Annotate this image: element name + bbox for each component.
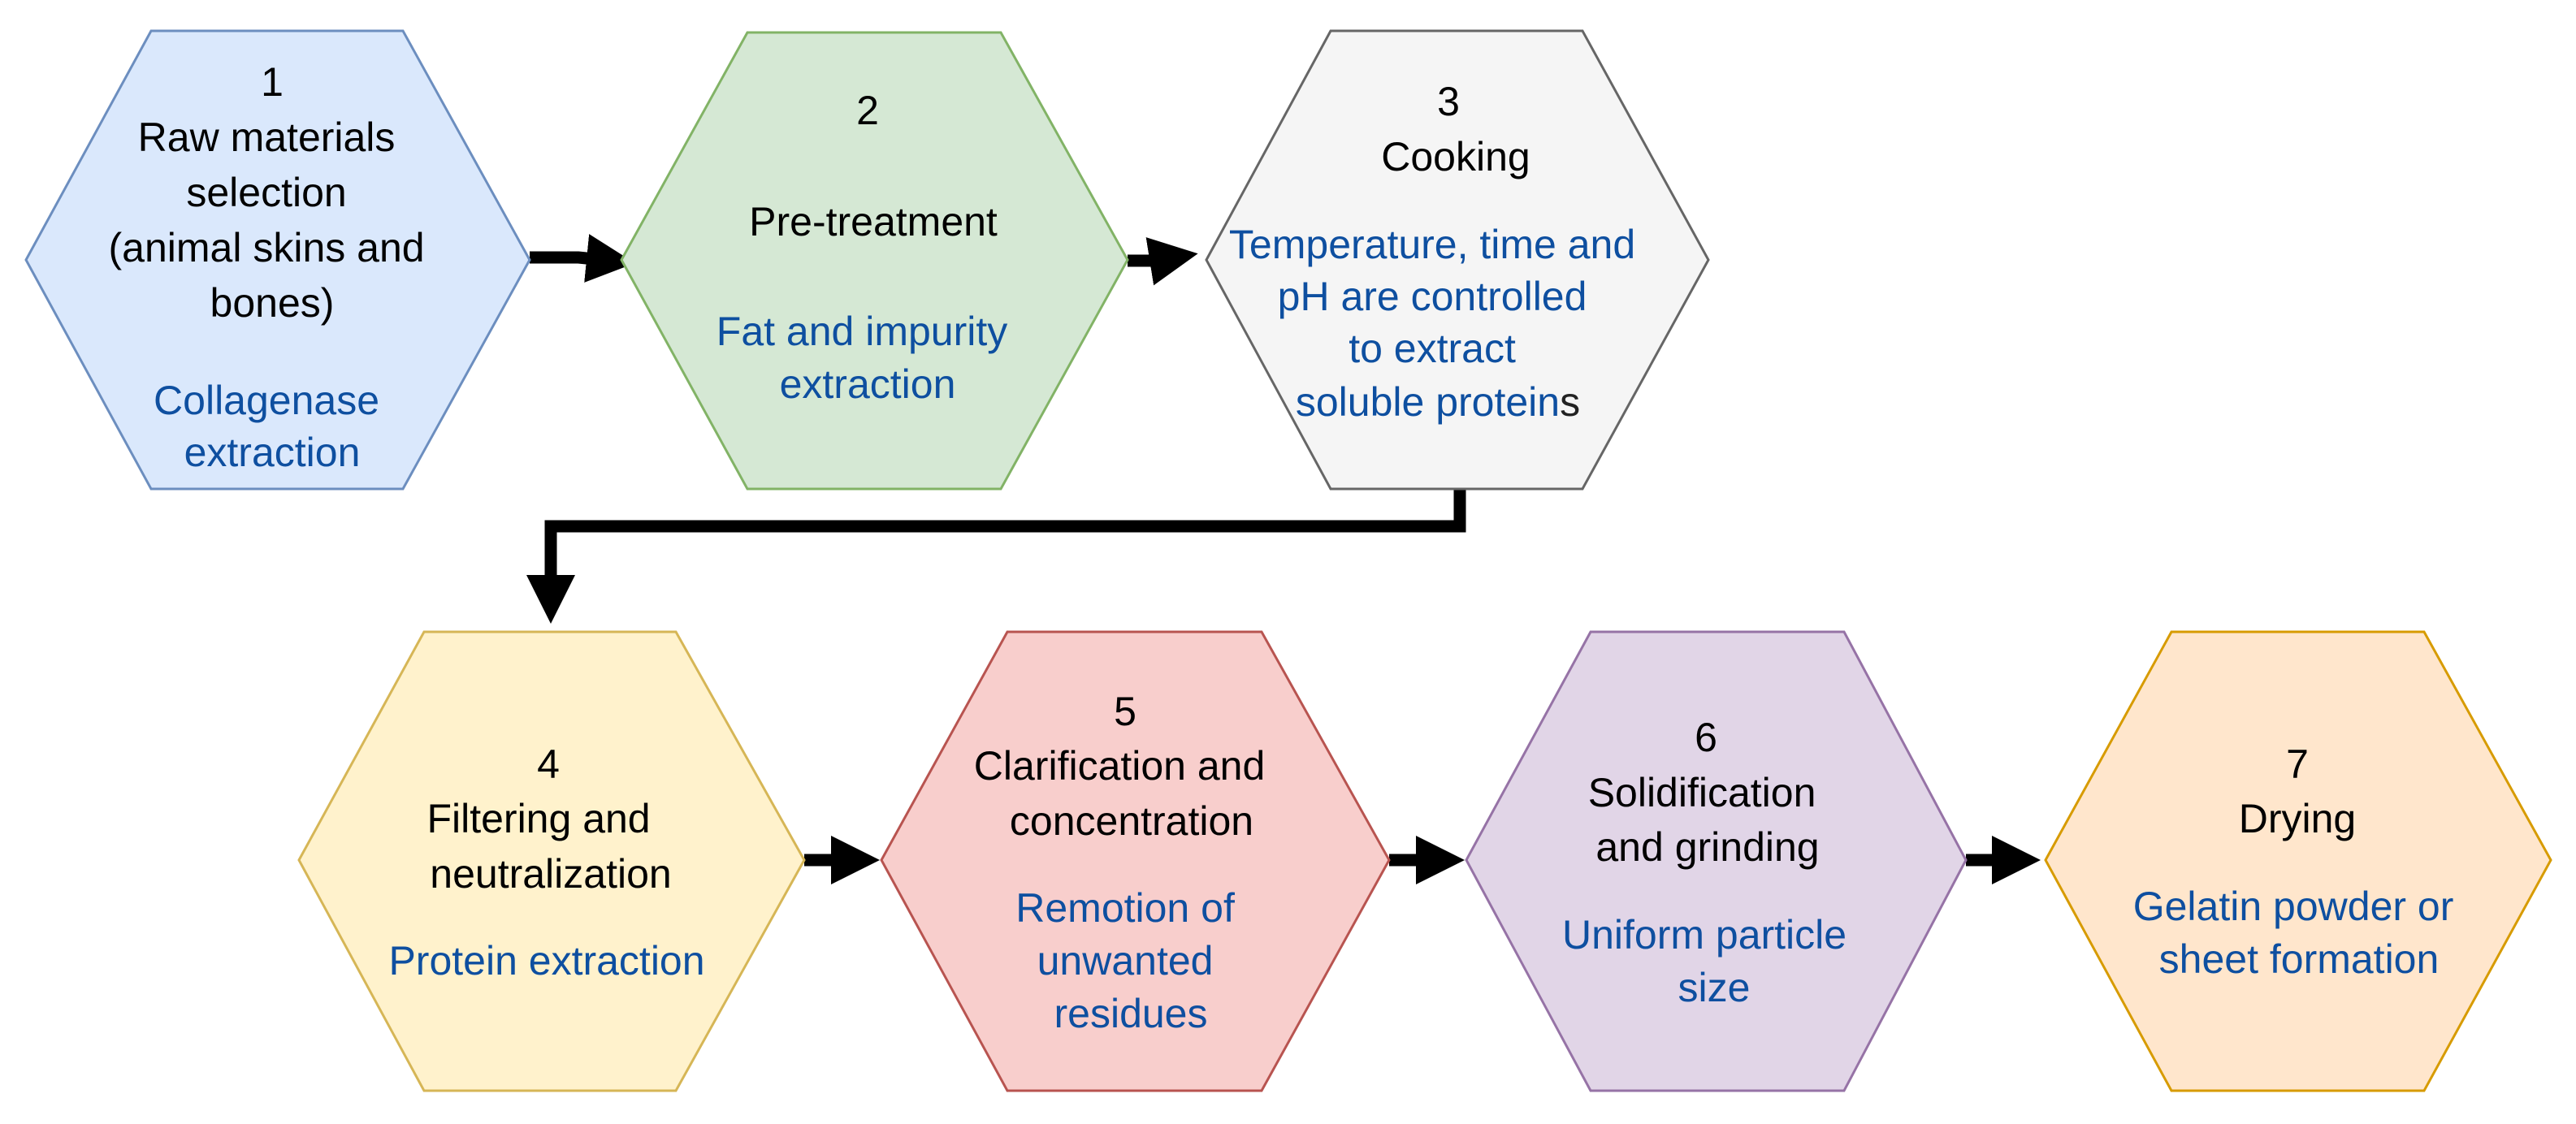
step-6-title-line: and grinding (1595, 824, 1819, 870)
step-4: 4 Filtering and neutralization Protein e… (297, 630, 806, 1092)
step-1-title-line: selection (186, 170, 346, 215)
step-7-desc-line: sheet formation (2159, 936, 2440, 982)
step-5-desc-line: Remotion of (1015, 885, 1235, 931)
arrow-1-to-2 (530, 234, 635, 283)
step-6-title-line: Solidification (1588, 770, 1816, 815)
step-3-desc-line: to extract (1349, 326, 1516, 371)
step-3-description: Temperature, time and pH are controlled … (1229, 222, 1647, 425)
step-6-hexagon (1465, 630, 1968, 1092)
step-7-title-line: Drying (2239, 796, 2356, 841)
step-4-title-line: Filtering and (426, 796, 650, 841)
step-6-number: 6 (1695, 715, 1717, 760)
step-7-description: Gelatin powder or sheet formation (2133, 884, 2466, 982)
step-2-desc-line: extraction (780, 361, 956, 407)
step-1-description: Collagenase extraction (154, 378, 391, 475)
step-3-number: 3 (1437, 79, 1460, 124)
step-5: 5 Clarification and concentration Remoti… (880, 630, 1391, 1092)
step-7-number: 7 (2286, 741, 2309, 787)
step-5-title-line: Clarification and (974, 743, 1266, 789)
step-1-title: Raw materials selection (animal skins an… (109, 115, 436, 326)
step-7-hexagon (2044, 630, 2552, 1092)
step-5-description: Remotion of unwanted residues (1015, 885, 1246, 1036)
step-6-title: Solidification and grinding (1588, 770, 1828, 870)
step-6: 6 Solidification and grinding Uniform pa… (1465, 630, 1968, 1092)
step-1: 1 Raw materials selection (animal skins … (24, 29, 531, 491)
step-1-desc-line: Collagenase (154, 378, 379, 423)
step-1-hexagon (24, 29, 531, 491)
step-2-hexagon (620, 31, 1129, 491)
step-3-desc-tail: s (1560, 379, 1580, 425)
step-4-hexagon (297, 630, 806, 1092)
step-7-desc-line: Gelatin powder or (2133, 884, 2454, 929)
step-7: 7 Drying Gelatin powder or sheet formati… (2044, 630, 2552, 1092)
step-5-desc-line: unwanted (1037, 938, 1214, 984)
step-3-desc-line: Temperature, time and (1229, 222, 1635, 267)
step-7-title: Drying (2239, 796, 2356, 841)
step-6-desc-line: Uniform particle (1562, 912, 1846, 958)
step-4-number: 4 (537, 741, 560, 787)
connectors (526, 234, 2041, 884)
step-2-description: Fat and impurity extraction (717, 309, 1019, 407)
step-3-desc-line: soluble proteins (1296, 379, 1580, 425)
step-3-title-line: Cooking (1381, 134, 1530, 179)
step-2-title-line: Pre-treatment (749, 199, 998, 244)
step-5-number: 5 (1114, 689, 1136, 734)
step-1-title-line: Raw materials (138, 115, 396, 160)
step-3-hexagon (1205, 29, 1710, 491)
step-2: 2 Pre-treatment Fat and impurity extract… (620, 31, 1129, 491)
step-6-description: Uniform particle size (1562, 912, 1858, 1010)
step-5-desc-line: residues (1054, 991, 1208, 1036)
step-2-desc-line: Fat and impurity (717, 309, 1007, 354)
step-3-desc-last: soluble protein (1296, 379, 1560, 425)
step-5-title-line: concentration (1010, 798, 1253, 844)
step-4-desc-line: Protein extraction (388, 938, 704, 984)
step-4-title-line: neutralization (430, 851, 671, 897)
step-3: 3 Cooking Temperature, time and pH are c… (1205, 29, 1710, 491)
step-1-title-line: (animal skins and (109, 225, 425, 270)
step-6-desc-line: size (1678, 965, 1751, 1010)
step-1-number: 1 (261, 59, 284, 105)
step-4-description: Protein extraction (388, 938, 704, 984)
arrow-2-to-3 (1128, 237, 1198, 286)
step-1-desc-line: extraction (184, 430, 361, 475)
step-3-title: Cooking (1381, 134, 1530, 179)
step-5-hexagon (880, 630, 1391, 1092)
arrow-3-to-4 (526, 489, 1466, 624)
step-3-desc-line: pH are controlled (1278, 274, 1587, 319)
step-2-title: Pre-treatment (749, 199, 998, 244)
step-5-title: Clarification and concentration (974, 743, 1276, 844)
step-2-number: 2 (856, 88, 879, 133)
step-4-title: Filtering and neutralization (426, 796, 671, 897)
step-1-title-line: bones) (210, 280, 335, 326)
